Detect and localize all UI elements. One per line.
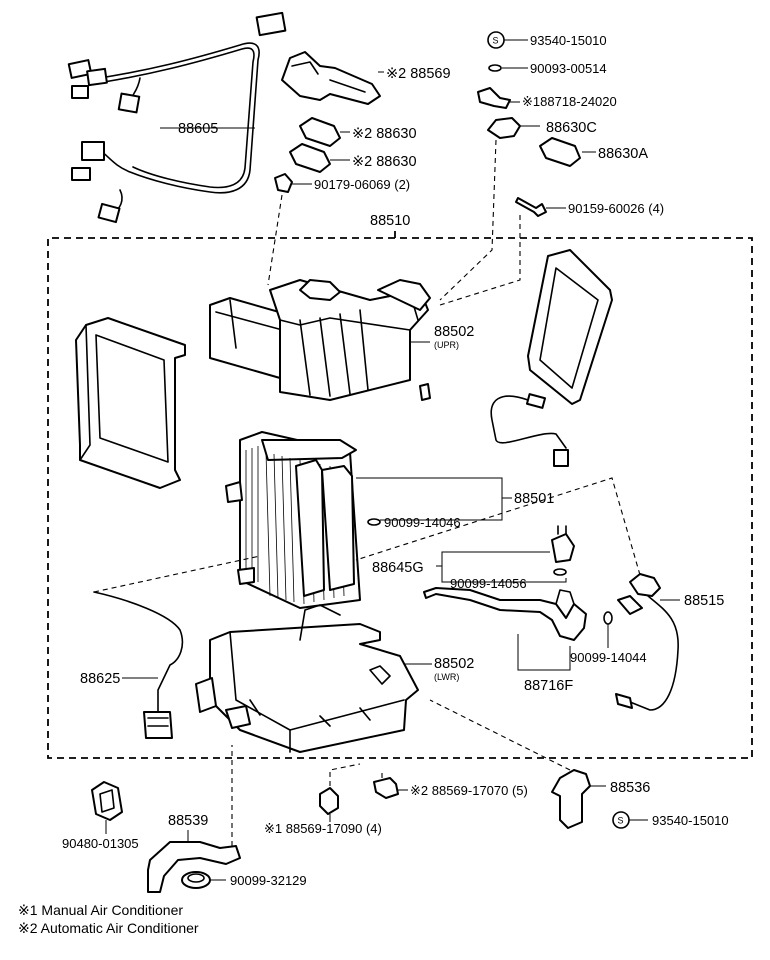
callout-88569-17070: ※2 88569-17070 (5): [410, 783, 528, 798]
screw-90159: [515, 197, 547, 217]
clamp-88630C: [487, 117, 521, 139]
callout-188718-24020: ※188718-24020: [522, 94, 617, 109]
callout-90179-06069: 90179-06069 (2): [314, 177, 410, 192]
callout-88502-upr-sub: (UPR): [434, 340, 459, 350]
top-small-parts: [267, 31, 596, 306]
lower-small-parts: [91, 699, 648, 893]
callout-88536: 88536: [610, 780, 650, 796]
left-seal-frame: [75, 317, 186, 489]
callout-88501: 88501: [514, 491, 554, 507]
expansion-valve-88645G: [436, 525, 575, 583]
sensor-88630-b: [289, 143, 331, 173]
callout-88645G: 88645G: [372, 560, 424, 576]
s-mark-bottom: S: [618, 816, 624, 826]
bracket-88569: [281, 51, 381, 105]
callout-90480-01305: 90480-01305: [62, 836, 139, 851]
callout-90159-60026: 90159-60026 (4): [568, 201, 664, 216]
callout-88630-2: ※2 88630: [352, 154, 417, 170]
clip-90179: [274, 173, 293, 193]
evaporator-88501: [225, 431, 512, 609]
thermistor-88625: [93, 555, 261, 739]
sensor-88630-a: [299, 117, 341, 147]
callout-90099-14056: 90099-14056: [450, 576, 527, 591]
callout-88515: 88515: [684, 593, 724, 609]
grommet-90480: [91, 781, 123, 821]
callout-88569: ※2 88569: [386, 66, 451, 82]
callout-88502-lwr-sub: (LWR): [434, 672, 459, 682]
callout-88569-17090: ※1 88569-17090 (4): [264, 821, 382, 836]
callout-90099-14046: 90099-14046: [384, 515, 461, 530]
callout-88605: 88605: [178, 121, 218, 137]
bracket-88569-17070: [373, 777, 399, 799]
bracket-88569-17090: [319, 787, 339, 815]
callout-93540-15010-bottom: 93540-15010: [652, 813, 729, 828]
callout-90099-32129: 90099-32129: [230, 873, 307, 888]
callout-88630C: 88630C: [546, 120, 597, 136]
upper-case-88502: [209, 279, 431, 401]
callout-93540-15010-top: 93540-15010: [530, 33, 607, 48]
callout-88502-lwr: 88502: [434, 656, 474, 672]
callout-88630-1: ※2 88630: [352, 126, 417, 142]
callout-90093-00514: 90093-00514: [530, 61, 607, 76]
callout-88716F: 88716F: [524, 678, 573, 694]
thermistor-88515: [355, 477, 680, 711]
sensor-88630A: [539, 137, 581, 167]
bracket-188718: [477, 87, 511, 109]
s-mark-top: S: [493, 36, 499, 46]
legend-note-1: ※1 Manual Air Conditioner: [18, 902, 183, 918]
wire-harness-88605: [67, 11, 287, 224]
drain-hose-88539: [147, 841, 241, 893]
pipe-88716F: [423, 587, 613, 671]
callout-90099-14044: 90099-14044: [570, 650, 647, 665]
lower-case-88502: [195, 604, 432, 753]
legend-note-2: ※2 Automatic Air Conditioner: [18, 920, 199, 936]
callout-88539: 88539: [168, 813, 208, 829]
assembly-boundary-88510: [47, 228, 753, 759]
callout-88510: 88510: [370, 213, 410, 229]
callout-88625: 88625: [80, 671, 120, 687]
right-seal-frame: [527, 249, 613, 405]
callout-88502-upr: 88502: [434, 324, 474, 340]
callout-88630A: 88630A: [598, 146, 648, 162]
valve-88536: [551, 769, 591, 829]
thermistor-wire: [490, 393, 569, 467]
